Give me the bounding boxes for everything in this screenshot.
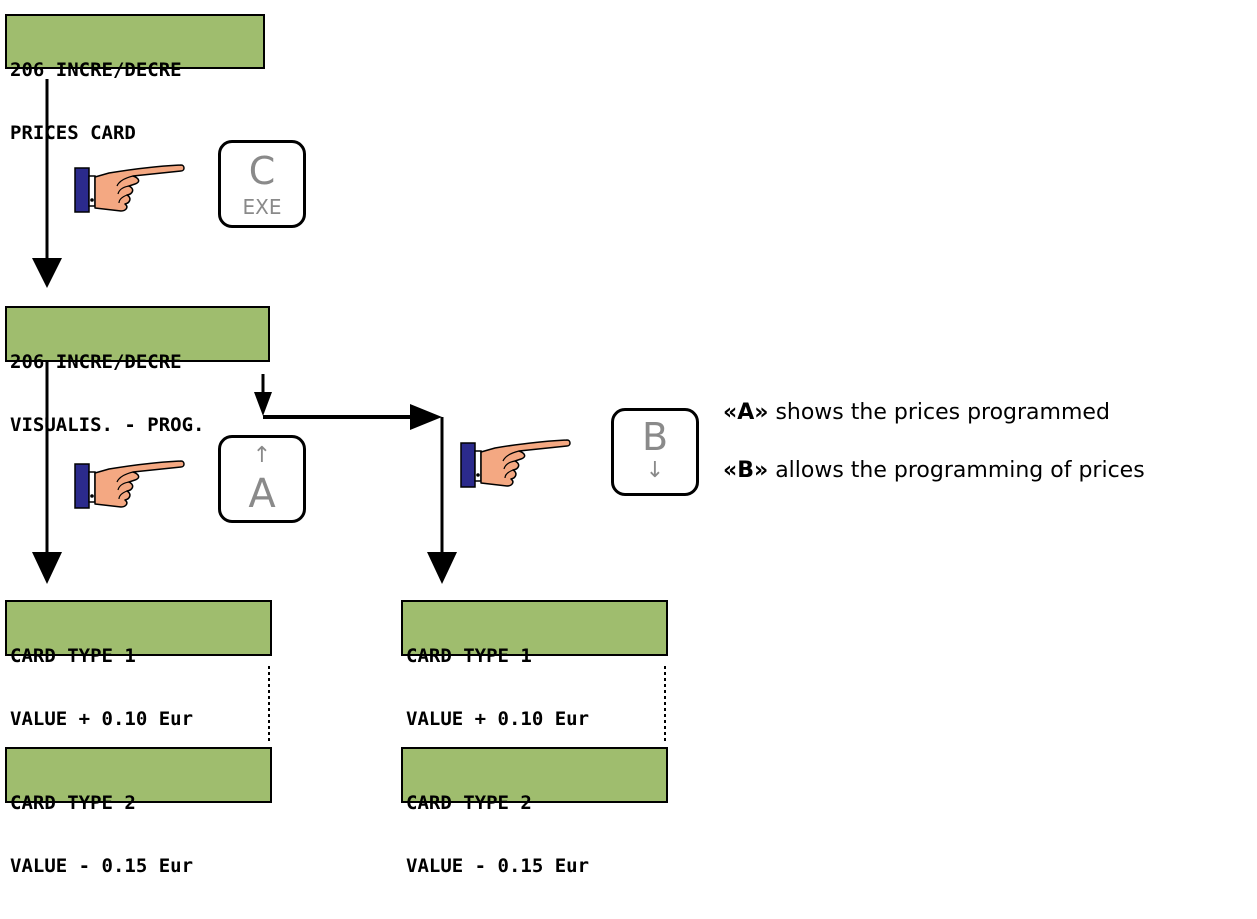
lcd-line-1: CARD TYPE 2 [10, 792, 136, 814]
flow-diagram: 206 INCRE/DECRE PRICES CARD 206 INCRE/DE… [5, 14, 1145, 877]
pointing-hand-icon [460, 439, 571, 488]
branch-head-right [410, 404, 442, 430]
arrow-head-right [427, 552, 457, 584]
note-a-key-label: «A» [723, 400, 769, 425]
lcd-line-1: CARD TYPE 1 [406, 645, 532, 667]
key-a-label: A [248, 471, 276, 517]
lcd-line-1: CARD TYPE 1 [10, 645, 136, 667]
lcd-line-2: VALUE - 0.15 Eur [406, 855, 590, 877]
note-a-text: shows the prices programmed [768, 400, 1110, 425]
arrow-head-top [32, 258, 62, 288]
note-b-key-label: «B» [723, 458, 769, 483]
lcd-line-2: VALUE - 0.15 Eur [10, 855, 194, 877]
lcd-line-1: 206 INCRE/DECRE [10, 59, 182, 81]
key-c-exe: C EXE [218, 140, 306, 228]
key-a: ↑ A [218, 435, 306, 523]
branch-head-small [254, 392, 272, 416]
note-b-text: allows the programming of prices [768, 458, 1145, 483]
lcd-line-1: 206 INCRE/DECRE [10, 351, 182, 373]
key-c-label: C [248, 149, 276, 193]
key-b-label: B [641, 415, 669, 459]
lcd-display-top: 206 INCRE/DECRE PRICES CARD [5, 14, 265, 144]
note-key-a: «A» shows the prices programmed [723, 400, 1110, 425]
arrow-head-left [32, 552, 62, 584]
lcd-display-right-1: CARD TYPE 1 VALUE + 0.10 Eur [401, 600, 668, 730]
arrow-up-icon: ↑ [252, 443, 272, 468]
lcd-display-right-2: CARD TYPE 2 VALUE - 0.15 Eur [401, 747, 668, 877]
note-key-b: «B» allows the programming of prices [723, 458, 1145, 483]
lcd-display-middle: 206 INCRE/DECRE VISUALIS. - PROG. [5, 306, 270, 436]
lcd-line-1: CARD TYPE 2 [406, 792, 532, 814]
lcd-display-left-2: CARD TYPE 2 VALUE - 0.15 Eur [5, 747, 272, 877]
lcd-line-2: VALUE + 0.10 Eur [406, 708, 590, 730]
lcd-line-2: PRICES CARD [10, 122, 136, 144]
lcd-display-left-1: CARD TYPE 1 VALUE + 0.10 Eur [5, 600, 272, 730]
key-b: B ↓ [611, 408, 699, 496]
arrow-down-icon: ↓ [645, 458, 665, 483]
connector-layer [32, 79, 666, 742]
lcd-line-2: VALUE + 0.10 Eur [10, 708, 194, 730]
key-exe-label: EXE [242, 195, 282, 219]
lcd-line-2: VISUALIS. - PROG. [10, 414, 205, 436]
